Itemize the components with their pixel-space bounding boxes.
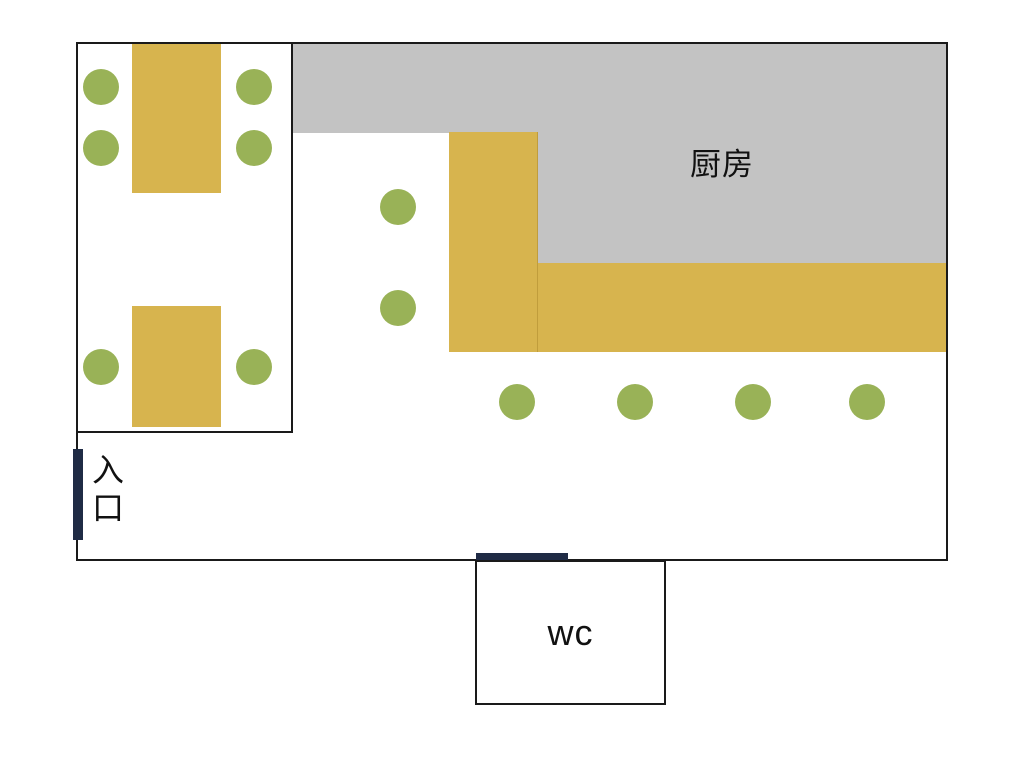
kitchen-label: 厨房 xyxy=(690,147,754,182)
counter-horizontal-section xyxy=(538,263,946,352)
wc-room: wc xyxy=(475,560,666,705)
chair xyxy=(236,69,272,105)
kitchen-area xyxy=(538,132,946,264)
chair xyxy=(499,384,535,420)
chair xyxy=(236,349,272,385)
dining-table xyxy=(132,306,221,427)
table-room-outline-wall xyxy=(76,42,293,433)
entrance-label: 入口 xyxy=(92,452,125,526)
kitchen-area xyxy=(293,44,946,133)
entrance-door xyxy=(73,449,83,540)
chair xyxy=(735,384,771,420)
dining-table xyxy=(132,44,221,193)
chair xyxy=(83,69,119,105)
counter-vertical-section xyxy=(449,132,538,352)
wc-label: wc xyxy=(547,611,594,653)
chair xyxy=(617,384,653,420)
chair xyxy=(380,290,416,326)
chair xyxy=(83,349,119,385)
wc-door xyxy=(476,553,568,562)
chair xyxy=(380,189,416,225)
chair xyxy=(849,384,885,420)
chair xyxy=(83,130,119,166)
chair xyxy=(236,130,272,166)
